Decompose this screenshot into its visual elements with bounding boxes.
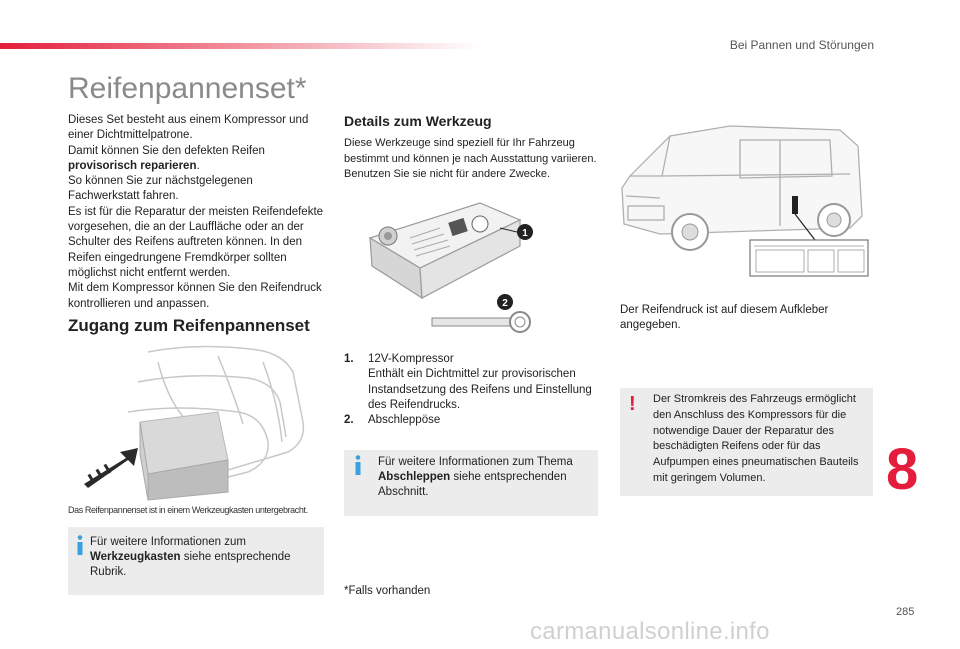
tool-list: 1. 12V-Kompressor Enthält ein Dichtmittel… (344, 352, 594, 428)
chapter-title: Bei Pannen und Störungen (729, 38, 874, 52)
tool-kit-illustration: 1 2 (368, 202, 533, 333)
info-box-towing (344, 450, 598, 516)
details-text: Diese Werkzeuge sind speziell für Ihr Fa… (344, 137, 597, 180)
seat-toolbox-illustration (68, 342, 324, 502)
list-item: 1. 12V-Kompressor Enthält ein Dichtmittel… (344, 352, 594, 413)
info-box-toolbox (68, 527, 324, 595)
info-icon (355, 455, 361, 475)
van-illustration (621, 125, 869, 277)
warning-box (620, 388, 873, 496)
info-towing-start: Für weitere Informationen zum Thema (378, 456, 573, 468)
warning-icon: ! (629, 393, 636, 415)
list-item-title: 12V-Kompressor (368, 353, 454, 365)
info-towing-text: Für weitere Informationen zum Thema Absc… (378, 455, 588, 500)
info-toolbox-text: Für weitere Informationen zum Werkzeugka… (90, 535, 320, 580)
list-item-number: 2. (344, 414, 354, 427)
footnote: *Falls vorhanden (344, 585, 431, 597)
warning-text: Der Stromkreis des Fahrzeugs ermöglicht … (653, 393, 859, 484)
list-item-desc: Enthält ein Dichtmittel zur provisorisch… (368, 368, 592, 411)
callout-2: 2 (502, 298, 508, 309)
intro-text: Dieses Set besteht aus einem Kompressor … (68, 113, 326, 312)
watermark: carmanualsonline.info (530, 618, 770, 645)
list-item-number: 1. (344, 353, 354, 365)
intro-p5: Mit dem Kompressor können Sie den Reifen… (68, 282, 322, 310)
list-item-title: Abschleppöse (368, 414, 441, 427)
intro-p1: Dieses Set besteht aus einem Kompressor … (68, 114, 309, 142)
info-toolbox-bold: Werkzeugkasten (90, 551, 181, 563)
header-accent-bar (0, 43, 480, 49)
info-icon (77, 535, 83, 555)
intro-p2-bold: provisorisch reparieren (68, 159, 197, 172)
pressure-label-text: Der Reifendruck ist auf diesem Aufkleber… (620, 304, 829, 332)
callout-1: 1 (522, 228, 528, 239)
page-number: 285 (896, 606, 915, 618)
list-item: 2. Abschleppöse (344, 413, 594, 428)
info-toolbox-start: Für weitere Informationen zum (90, 536, 246, 548)
intro-p2-start: Damit können Sie den defekten Reifen (68, 144, 265, 157)
intro-p2: Damit können Sie den defekten Reifen pro… (68, 144, 326, 175)
access-heading: Zugang zum Reifenpannenset (68, 316, 310, 335)
intro-p3: So können Sie zur nächstgelegenen Fachwe… (68, 175, 253, 203)
intro-p4: Es ist für die Reparatur der meisten Rei… (68, 205, 324, 279)
info-towing-bold: Abschleppen (378, 471, 451, 483)
chapter-number: 8 (886, 437, 919, 502)
details-heading: Details zum Werkzeug (344, 113, 492, 129)
info-toolbox-end: siehe entsprechende Rubrik. (90, 551, 291, 578)
page-title: Reifenpannenset* (68, 72, 307, 105)
intro-p2-end: . (196, 159, 200, 172)
seat-caption: Das Reifenpannenset ist in einem Werkzeu… (68, 505, 308, 515)
info-towing-end: siehe entsprechenden Abschnitt. (378, 471, 567, 498)
